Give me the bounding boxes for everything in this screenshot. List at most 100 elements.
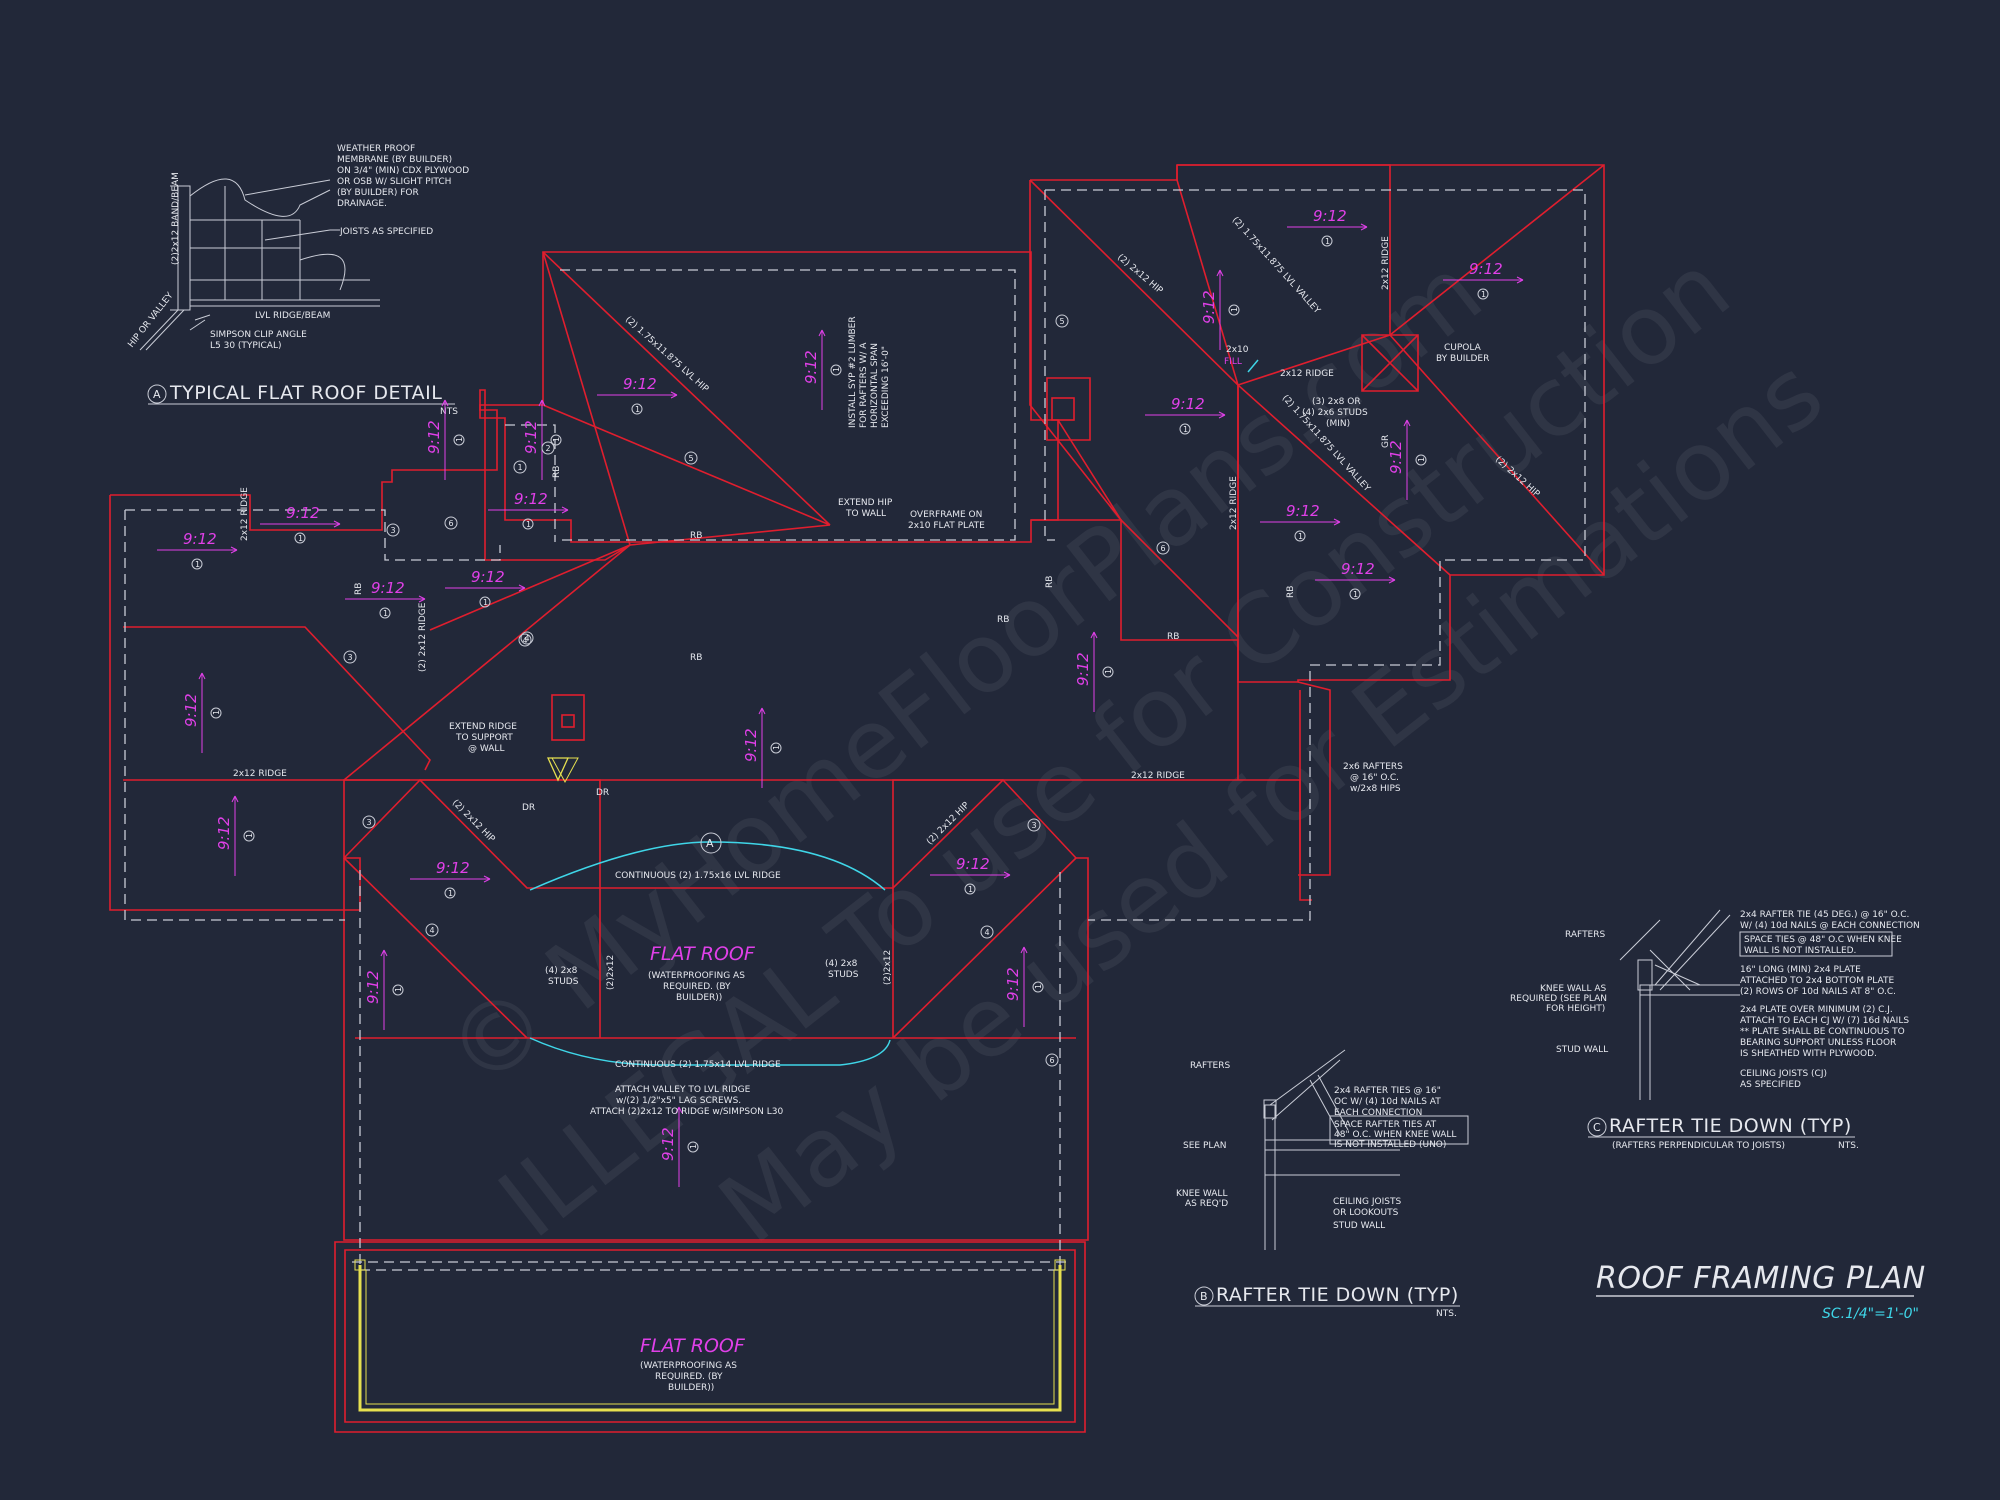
overframe-label: 2x10 FLAT PLATE [908, 521, 985, 531]
detail-c-flat-note: ** PLATE SHALL BE CONTINUOUS TO [1740, 1027, 1905, 1037]
pitch-arrow [157, 546, 238, 554]
pitch-code: 1 [383, 609, 388, 618]
detail-a-nts: NTS [440, 407, 458, 417]
ridge-label: 2x12 RIDGE [240, 487, 250, 541]
pitch-arrow [1090, 631, 1098, 712]
studs-4-label: (4) 2x8 [545, 966, 578, 976]
detail-a-clip-note: SIMPSON CLIP ANGLE [210, 330, 307, 340]
rb-label: RB [1045, 576, 1055, 588]
pitch-code: 1 [1353, 590, 1358, 599]
callout-number: 5 [689, 454, 694, 463]
pitch-arrow [441, 399, 449, 480]
pitch-tag: 9:121 [260, 504, 341, 544]
callout-number: 5 [1060, 317, 1065, 326]
pitch-arrow [758, 707, 766, 788]
callout-number: 4 [985, 928, 990, 937]
detail-a-band-note: (2)2x12 BAND/BEAM [171, 172, 181, 265]
detail-a-membrane-note: WEATHER PROOF [337, 144, 415, 154]
detail-b-boxed-note: IS NOT INSTALLED (UNO) [1334, 1140, 1446, 1150]
double-2x12-label: (2)2x12 [883, 950, 893, 985]
pitch-value: 9:12 [1469, 260, 1503, 278]
detail-b-ceiling-note: OR LOOKOUTS [1333, 1208, 1399, 1218]
pitch-value: 9:12 [286, 504, 320, 522]
pitch-tag: 9:121 [445, 568, 526, 608]
pitch-code-circle [444, 887, 456, 899]
detail-a-membrane-note: MEMBRANE (BY BUILDER) [337, 155, 452, 165]
callout-circle [1045, 1053, 1059, 1067]
pitch-value: 9:12 [436, 859, 470, 877]
pitch-value: 9:12 [425, 420, 443, 454]
detail-b-ceiling-note: CEILING JOISTS [1333, 1197, 1401, 1207]
dormer-box [1051, 397, 1075, 421]
detail-a-marker [147, 384, 167, 404]
detail-c-subtitle: (RAFTERS PERPENDICULAR TO JOISTS) [1612, 1141, 1785, 1151]
pitch-arrow [1145, 411, 1226, 419]
detail-c-letter: C [1593, 1121, 1601, 1134]
flat-roof-note: (WATERPROOFING AS [648, 971, 745, 981]
detail-c-tie-note: 2x4 RAFTER TIE (45 DEG.) @ 16" O.C. [1740, 910, 1909, 920]
pitch-value: 9:12 [364, 970, 382, 1004]
callout-number: 3 [391, 526, 396, 535]
callout-number: 6 [449, 519, 454, 528]
pitch-code-circle [453, 434, 465, 446]
pitch-value: 9:12 [742, 728, 760, 762]
detail-c-marker [1587, 1117, 1607, 1137]
pitch-tag: 9:12 1 [345, 579, 426, 619]
detail-c-boxed-note: SPACE TIES @ 48" O.C WHEN KNEE [1744, 935, 1902, 945]
pitch-tag: 9:12 1 [425, 399, 465, 480]
detail-c-plate [1637, 959, 1653, 991]
pitch-code-circle [294, 532, 306, 544]
pitch-arrow [930, 871, 1011, 879]
pitch-arrow [675, 1106, 683, 1187]
pitch-arrow [445, 584, 526, 592]
plan-labels: (2) 1.75x11.875 LVL HIP INSTALL SYP #2 L… [233, 215, 1542, 1393]
detail-b-tie-note: OC W/ (4) 10d NAILS AT [1334, 1097, 1441, 1107]
detail-b-boxed-note: SPACE RAFTER TIES AT [1334, 1120, 1437, 1130]
pitch-arrow [1020, 946, 1028, 1027]
detail-b-rafters: RAFTERS [1190, 1061, 1231, 1071]
pitch-arrow [410, 875, 491, 883]
pitch-arrow [818, 329, 826, 410]
ridge-label: 2x12 RIDGE [1280, 369, 1334, 379]
extend-hip-label: TO WALL [845, 509, 886, 519]
extend-ridge-label: EXTEND RIDGE [449, 722, 517, 732]
pitch-value: 9:12 [522, 420, 540, 454]
pitch-code: 1 [455, 437, 464, 442]
ridge-label: 2x12 RIDGE [233, 769, 287, 779]
dr-label: DR [522, 803, 535, 813]
callout-circle [541, 441, 555, 455]
pitch-arrow [260, 520, 341, 528]
detail-a-flat-roof: WEATHER PROOF MEMBRANE (BY BUILDER) ON 3… [126, 144, 469, 417]
pitch-code-circle [191, 558, 203, 570]
pitch-code: 1 [1104, 669, 1113, 674]
install-note-line: HORIZONTAL SPAN [870, 343, 880, 428]
pitch-value: 9:12 [802, 350, 820, 384]
callout-circle [1027, 818, 1041, 832]
detail-b-boxed-note: 48" O.C. WHEN KNEE WALL [1334, 1130, 1456, 1140]
pitch-value: 9:12 [182, 693, 200, 727]
studs-4-label: STUDS [548, 977, 579, 987]
pitch-value: 9:12 [371, 579, 405, 597]
pitch-code: 1 [832, 367, 841, 372]
kp-fill-label: FILL [1224, 357, 1242, 367]
attach-note: ATTACH VALLEY TO LVL RIDGE [615, 1085, 751, 1095]
pitch-code: 1 [448, 889, 453, 898]
detail-b-plate [1263, 1099, 1277, 1119]
detail-c-boxed-note: WALL IS NOT INSTALLED. [1744, 946, 1856, 956]
detail-c-knee-wall: FOR HEIGHT) [1546, 1004, 1605, 1014]
porch-flat-note: (WATERPROOFING AS [640, 1361, 737, 1371]
porch-flat-note: BUILDER)) [668, 1383, 714, 1393]
pitch-code-circle [522, 518, 534, 530]
pitch-value: 9:12 [1171, 395, 1205, 413]
pitch-arrow [1260, 518, 1341, 526]
detail-b-tie-note: EACH CONNECTION [1334, 1108, 1422, 1118]
rb-label: RB [690, 653, 702, 663]
pitch-code: 1 [552, 437, 561, 442]
detail-a-joists-note: JOISTS AS SPECIFIED [339, 227, 433, 237]
